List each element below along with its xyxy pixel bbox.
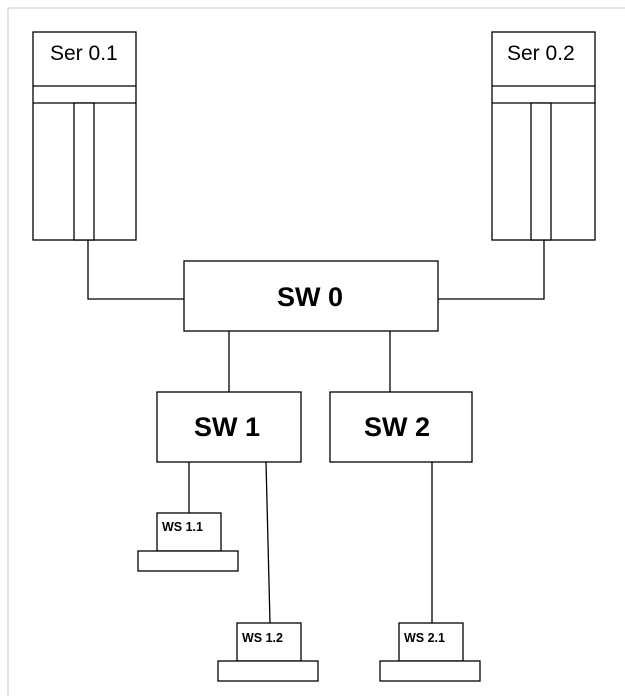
ws21-base bbox=[379, 660, 481, 682]
link-ser01-sw0 bbox=[87, 240, 184, 300]
switch-sw2-box bbox=[329, 391, 473, 463]
switch-sw1-box bbox=[156, 391, 302, 463]
ws12-base bbox=[217, 660, 319, 682]
workstation-ws11 bbox=[137, 512, 239, 572]
ws11-base bbox=[137, 550, 239, 572]
server-ser01-slot bbox=[73, 102, 95, 241]
ws12-monitor bbox=[236, 622, 302, 662]
ws12-label: WS 1.2 bbox=[242, 631, 283, 645]
workstation-ws21 bbox=[379, 622, 481, 682]
ws11-label: WS 1.1 bbox=[162, 520, 203, 534]
connections bbox=[87, 240, 545, 624]
server-ser02-slot bbox=[530, 102, 552, 241]
link-ser02-sw0 bbox=[438, 240, 545, 300]
ws21-monitor bbox=[398, 622, 464, 662]
link-sw1-ws12 bbox=[265, 461, 271, 624]
switch-sw0-label: SW 0 bbox=[277, 282, 344, 312]
workstation-ws12 bbox=[217, 622, 319, 682]
switch-sw2-label: SW 2 bbox=[364, 412, 431, 442]
switch-sw0-box bbox=[183, 260, 439, 332]
switches bbox=[156, 260, 473, 463]
diagram-frame bbox=[7, 7, 625, 696]
server-ser01 bbox=[32, 31, 137, 241]
server-ser02-label: Ser 0.2 bbox=[507, 42, 575, 65]
ws21-label: WS 2.1 bbox=[404, 631, 445, 645]
server-ser01-label: Ser 0.1 bbox=[50, 42, 118, 65]
server-ser02 bbox=[491, 31, 596, 241]
ws11-monitor bbox=[156, 512, 222, 552]
switch-sw1-label: SW 1 bbox=[194, 412, 261, 442]
